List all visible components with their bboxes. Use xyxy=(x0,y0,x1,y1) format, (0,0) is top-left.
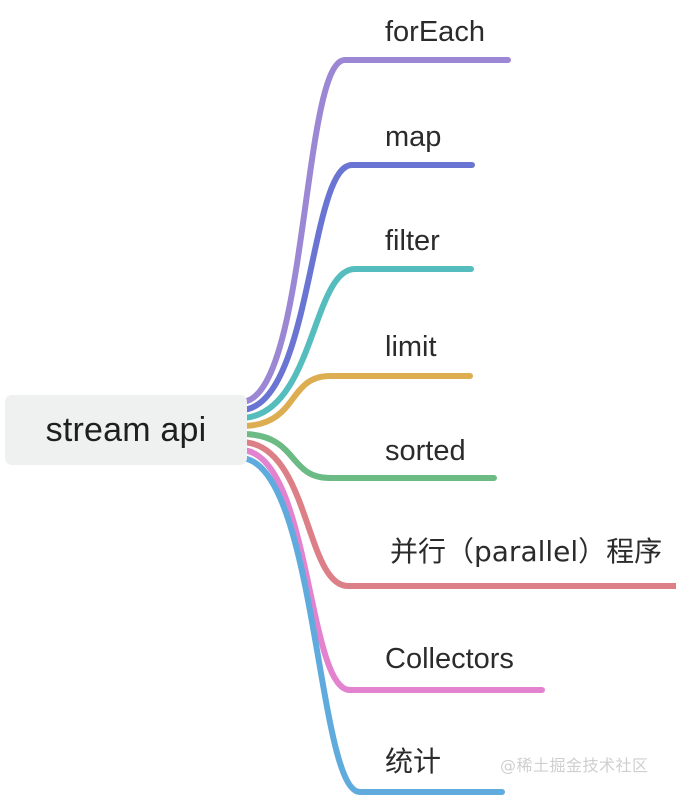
branch-label-map[interactable]: map xyxy=(385,121,442,153)
branch-line-parallel[interactable] xyxy=(244,439,676,589)
branch-label-filter[interactable]: filter xyxy=(385,225,440,257)
branch-label-limit[interactable]: limit xyxy=(385,331,437,363)
branch-label-sorted[interactable]: sorted xyxy=(385,435,466,467)
root-node-label: stream api xyxy=(45,411,207,449)
branch-label-parallel[interactable]: 并行（parallel）程序 xyxy=(390,535,663,568)
branch-line-limit[interactable] xyxy=(244,373,473,429)
branch-line-filter[interactable] xyxy=(244,266,474,421)
root-node-stream-api[interactable]: stream api xyxy=(5,395,247,465)
branch-line-statistics[interactable] xyxy=(244,456,505,795)
branch-label-statistics[interactable]: 统计 xyxy=(385,745,442,778)
branch-line-foreach[interactable] xyxy=(244,57,511,404)
branch-label-collectors[interactable]: Collectors xyxy=(385,643,514,675)
branch-line-collectors[interactable] xyxy=(244,447,545,693)
branch-line-map[interactable] xyxy=(244,162,475,413)
branch-line-sorted[interactable] xyxy=(244,431,497,481)
branch-label-foreach[interactable]: forEach xyxy=(385,16,485,48)
watermark-text: @稀土掘金技术社区 xyxy=(500,756,649,775)
